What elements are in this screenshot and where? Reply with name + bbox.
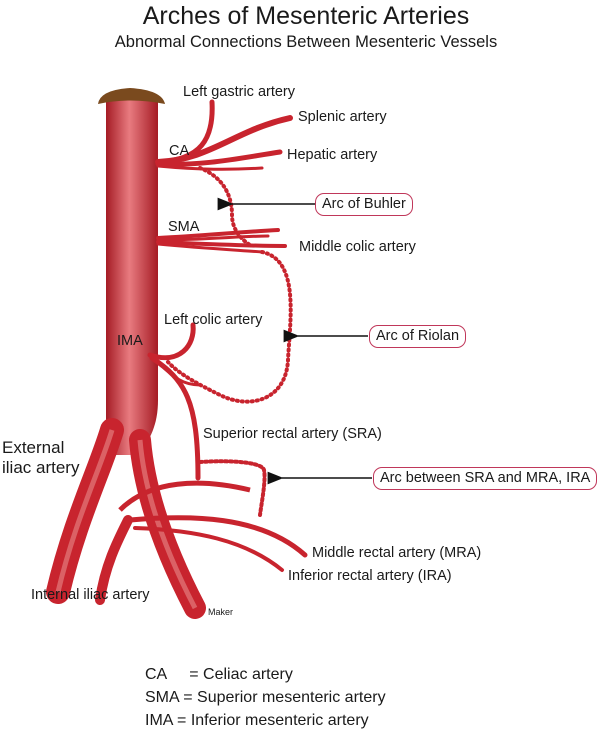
rectal-arteries (127, 515, 308, 572)
middle-rectal-vessel (127, 515, 308, 558)
callout-arc-of-buhler: Arc of Buhler (315, 193, 413, 216)
legend-sep-sma: = (183, 689, 198, 706)
legend-row-ca: CA = Celiac artery (145, 667, 293, 683)
label-splenic: Splenic artery (298, 109, 387, 125)
callout-arc-of-riolan: Arc of Riolan (369, 325, 467, 348)
inferior-rectal-vessel (133, 526, 284, 572)
label-external-iliac: External iliac artery (2, 438, 80, 478)
legend-abbr-sma: SMA (145, 689, 179, 706)
aorta-cap (98, 88, 165, 104)
label-sma: SMA (168, 219, 200, 235)
arc-sra-mra-ira (198, 459, 267, 517)
label-ima: IMA (117, 333, 143, 349)
diagram-subtitle: Abnormal Connections Between Mesenteric … (114, 33, 498, 51)
legend-row-ima: IMA = Inferior mesenteric artery (145, 713, 369, 729)
legend-full-ca: Celiac artery (203, 666, 293, 683)
arc-of-buhler (198, 166, 252, 247)
sma-branches (156, 228, 287, 254)
legend-sep-ca: = (189, 666, 204, 683)
label-mra: Middle rectal artery (MRA) (312, 545, 482, 561)
celiac-branches (155, 99, 293, 171)
label-hepatic: Hepatic artery (287, 147, 378, 163)
label-ira: Inferior rectal artery (IRA) (288, 568, 452, 584)
arc-of-riolan (166, 250, 293, 404)
legend-full-sma: Superior mesenteric artery (197, 689, 386, 706)
label-left-gastric: Left gastric artery (183, 84, 296, 100)
internal-iliac-right (129, 429, 206, 619)
arrows (217, 197, 372, 485)
legend-abbr-ima: IMA (145, 712, 173, 729)
left-colic-vessel (147, 322, 196, 361)
arcs (166, 166, 293, 517)
internal-iliac-branch (95, 515, 133, 605)
label-ca: CA (169, 143, 190, 159)
diagram-title: Arches of Mesenteric Arteries (142, 2, 470, 30)
aorta (98, 88, 165, 455)
label-middle-colic: Middle colic artery (299, 239, 416, 255)
ima-branches (147, 322, 202, 481)
legend-abbr-ca: CA (145, 666, 167, 683)
label-sra: Superior rectal artery (SRA) (203, 426, 382, 442)
label-left-colic: Left colic artery (164, 312, 263, 328)
label-internal-iliac: Internal iliac artery (31, 587, 150, 603)
hepatic-vessel (155, 149, 283, 167)
legend-row-sma: SMA = Superior mesenteric artery (145, 690, 386, 706)
label-maker: Maker (208, 607, 234, 617)
splenic-vessel (155, 115, 293, 165)
callout-arc-sra-mra-ira: Arc between SRA and MRA, IRA (373, 467, 598, 490)
legend-full-ima: Inferior mesenteric artery (190, 712, 369, 729)
legend-sep-ima: = (177, 712, 191, 729)
